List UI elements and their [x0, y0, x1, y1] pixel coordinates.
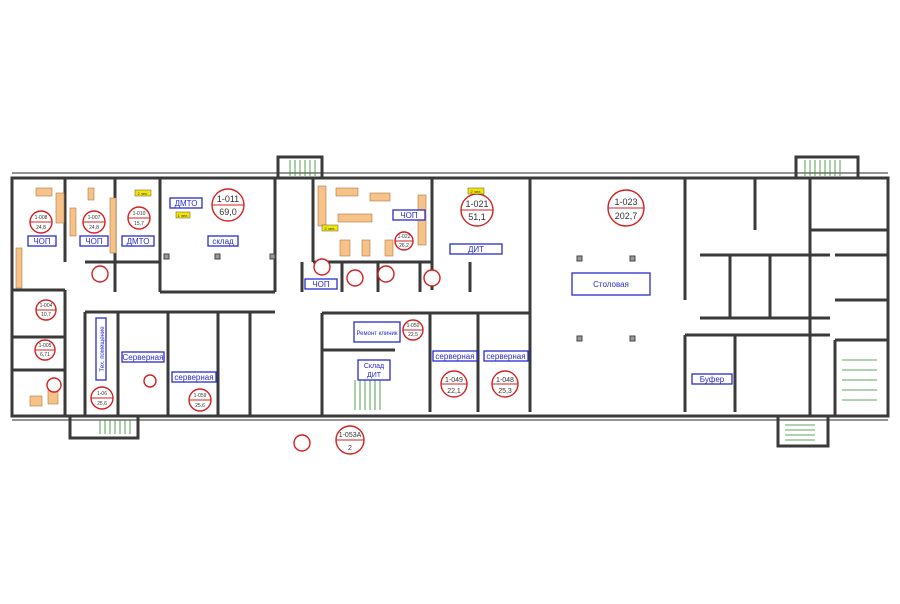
svg-text:ЧОП: ЧОП — [33, 237, 51, 246]
label-servernaya-1: Серверная — [121, 351, 165, 363]
label-chop-2: ЧОП — [79, 235, 109, 247]
room-tag-1-007: 1-007 24,8 — [82, 210, 106, 234]
svg-text:1-06: 1-06 — [97, 391, 107, 397]
label-servernaya-2: серверная — [171, 371, 217, 383]
svg-text:15,7: 15,7 — [134, 221, 144, 227]
room-tag-1-059: 1-059 25,6 — [188, 388, 212, 412]
label-servernaya-4: серверная — [483, 350, 529, 362]
occupancy-tag: 2 чел. — [134, 189, 152, 197]
svg-text:Буфер: Буфер — [700, 375, 725, 384]
room-tag-1-023: 1-023 202,7 — [607, 189, 645, 227]
svg-text:ДМТО: ДМТО — [127, 237, 150, 246]
room-tag-1-008: 1-008 24,8 — [29, 210, 53, 234]
svg-text:2 чел.: 2 чел. — [471, 189, 482, 194]
svg-text:1 чел.: 1 чел. — [178, 213, 189, 218]
room-tag-1-011: 1-011 69,0 — [211, 188, 245, 222]
room-tag-1-048: 1-048 25,3 — [491, 370, 519, 398]
label-bufet: Буфер — [691, 373, 733, 385]
label-remont: Ремонт клиник — [353, 321, 401, 343]
room-tag-1-06: 1-06 25,6 — [90, 386, 114, 410]
svg-text:1-004: 1-004 — [40, 303, 53, 309]
columns — [163, 253, 636, 342]
room-tag-1-022: 1-022 26,2 — [394, 231, 414, 251]
walls — [10, 155, 890, 448]
svg-text:1-007: 1-007 — [88, 215, 101, 221]
svg-text:1-050: 1-050 — [407, 323, 420, 329]
svg-text:24,8: 24,8 — [36, 225, 46, 231]
svg-text:склад: склад — [212, 237, 234, 246]
svg-text:25,6: 25,6 — [195, 403, 205, 409]
svg-text:1-021: 1-021 — [465, 199, 488, 209]
svg-text:Ремонт клиник: Ремонт клиник — [356, 331, 397, 337]
svg-text:10,7: 10,7 — [41, 312, 51, 318]
room-tag-1-004: 1-004 10,7 — [35, 299, 57, 321]
svg-text:ДИТ: ДИТ — [468, 245, 484, 254]
label-dmto-1: ДМТО — [121, 235, 155, 247]
room-tag-1-010: 1-010 15,7 — [127, 206, 151, 230]
svg-text:25,6: 25,6 — [97, 401, 107, 407]
svg-text:Серверная: Серверная — [123, 353, 164, 362]
svg-text:ДИТ: ДИТ — [367, 372, 382, 379]
svg-text:ДМТО: ДМТО — [175, 199, 198, 208]
label-dit: ДИТ — [449, 243, 503, 255]
svg-text:1-023: 1-023 — [614, 197, 637, 207]
svg-text:серверная: серверная — [435, 352, 474, 361]
svg-text:1-011: 1-011 — [217, 194, 239, 204]
svg-text:22,1: 22,1 — [447, 388, 461, 395]
svg-text:25,3: 25,3 — [498, 388, 512, 395]
svg-text:26,2: 26,2 — [399, 243, 409, 249]
label-stolovaya: Столовая — [571, 272, 651, 296]
occupancy-tag: 2 чел. — [467, 187, 485, 195]
svg-text:6,71: 6,71 — [40, 352, 50, 358]
label-tech: Тех. помещение — [95, 317, 107, 381]
room-tag-small — [46, 258, 441, 452]
svg-text:202,7: 202,7 — [615, 211, 638, 221]
label-chop-1: ЧОП — [27, 235, 57, 247]
svg-text:1-008: 1-008 — [35, 215, 48, 221]
svg-text:1-048: 1-048 — [496, 377, 514, 384]
svg-text:2 чел.: 2 чел. — [138, 191, 149, 196]
svg-text:22,5: 22,5 — [408, 332, 418, 338]
svg-text:1-022: 1-022 — [398, 234, 411, 240]
svg-text:51,1: 51,1 — [468, 212, 486, 222]
svg-text:1-049: 1-049 — [445, 377, 463, 384]
room-tag-1-050: 1-050 22,5 — [402, 319, 424, 341]
label-sklad: склад — [207, 235, 239, 247]
svg-text:2: 2 — [348, 445, 352, 452]
occupancy-tag: 2 чел. — [321, 224, 339, 232]
label-dmto-2: ДМТО — [169, 197, 203, 209]
svg-text:Столовая: Столовая — [593, 280, 629, 289]
svg-text:2 чел.: 2 чел. — [325, 226, 336, 231]
svg-text:Тех. помещение: Тех. помещение — [100, 326, 106, 372]
svg-text:1-010: 1-010 — [133, 211, 146, 217]
svg-text:1-059: 1-059 — [194, 393, 207, 399]
svg-text:69,0: 69,0 — [219, 207, 237, 217]
svg-text:ЧОП: ЧОП — [85, 237, 103, 246]
svg-text:серверная: серверная — [174, 373, 213, 382]
svg-text:ЧОП: ЧОП — [400, 211, 418, 220]
room-tag-1-021: 1-021 51,1 — [460, 193, 494, 227]
svg-text:24,8: 24,8 — [89, 225, 99, 231]
label-servernaya-3: серверная — [432, 350, 478, 362]
label-chop-3: ЧОП — [392, 209, 426, 221]
svg-text:ЧОП: ЧОП — [312, 280, 330, 289]
svg-text:1-005: 1-005 — [39, 343, 52, 349]
occupancy-tag: 1 чел. — [175, 211, 191, 219]
svg-text:Склад: Склад — [364, 363, 384, 370]
room-tag-1-049: 1-049 22,1 — [440, 370, 468, 398]
svg-text:1-053A: 1-053A — [339, 432, 362, 439]
room-tag-1-005: 1-005 6,71 — [34, 339, 56, 361]
svg-text:серверная: серверная — [486, 352, 525, 361]
stairs — [99, 160, 877, 441]
label-chop-4: ЧОП — [304, 278, 338, 290]
room-tag-1-053a: 1-053A 2 — [335, 425, 365, 455]
